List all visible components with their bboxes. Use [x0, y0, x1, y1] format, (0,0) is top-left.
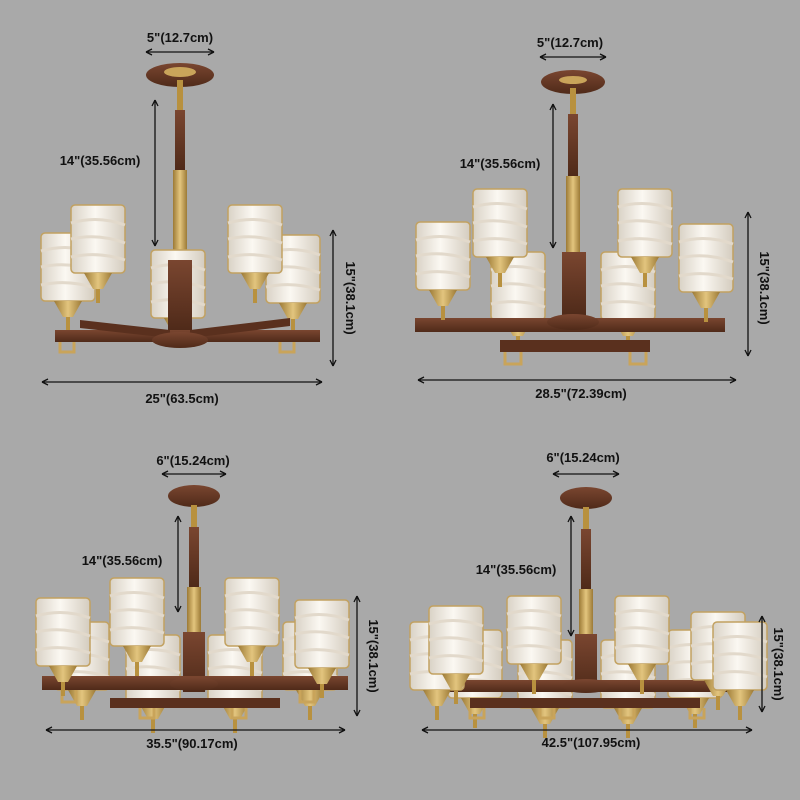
dimension-lines-panel-2: [417, 53, 752, 384]
chandelier-panel-3: [34, 485, 351, 735]
rod-length-label-3: 14"(35.56cm): [82, 553, 163, 568]
chandelier-panel-1: [39, 63, 322, 354]
rod-length-label-4: 14"(35.56cm): [476, 562, 557, 577]
dimension-lines-panel-4: [421, 470, 766, 734]
overall-width-label-4: 42.5"(107.95cm): [542, 735, 641, 750]
chandelier-panel-2: [414, 70, 735, 366]
height-label-2: 15"(38.1cm): [757, 251, 772, 324]
top-width-label-3: 6"(15.24cm): [156, 453, 229, 468]
top-width-label-4: 6"(15.24cm): [546, 450, 619, 465]
dimension-lines-panel-3: [45, 470, 361, 734]
height-label-4: 15"(38.1cm): [771, 627, 786, 700]
overall-width-label-3: 35.5"(90.17cm): [146, 736, 237, 751]
height-label-1: 15"(38.1cm): [343, 261, 358, 334]
rod-length-label-1: 14"(35.56cm): [60, 153, 141, 168]
top-width-label-1: 5"(12.7cm): [147, 30, 213, 45]
rod-length-label-2: 14"(35.56cm): [460, 156, 541, 171]
top-width-label-2: 5"(12.7cm): [537, 35, 603, 50]
overall-width-label-1: 25"(63.5cm): [145, 391, 218, 406]
height-label-3: 15"(38.1cm): [366, 619, 381, 692]
chandelier-panel-4: [408, 487, 769, 740]
dimension-lines-panel-1: [41, 48, 337, 386]
overall-width-label-2: 28.5"(72.39cm): [535, 386, 626, 401]
